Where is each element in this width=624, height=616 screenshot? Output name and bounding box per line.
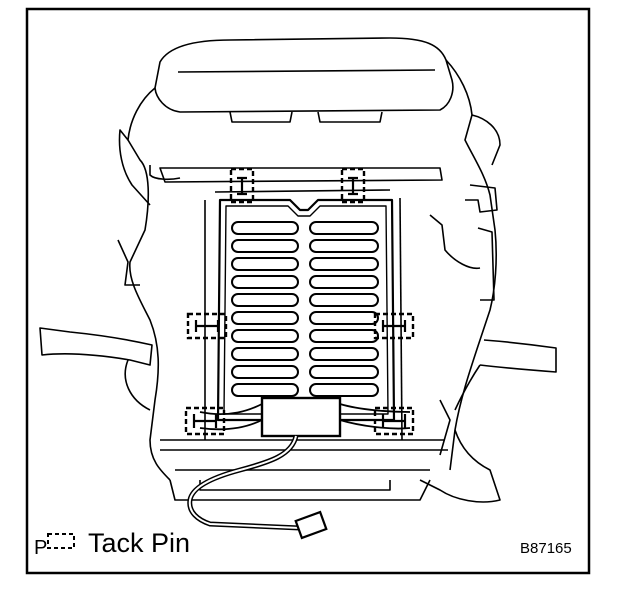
- heater-connector-box: [260, 396, 342, 438]
- tack-pin-mid-right: [373, 312, 415, 340]
- seat-cover-outline: [39, 37, 557, 503]
- tack-pin-mid-right-core: [381, 320, 407, 332]
- heater-slots-right: [309, 221, 379, 397]
- wire-harness: [187, 435, 328, 540]
- tack-pin-icon: [47, 533, 75, 549]
- tack-pin-mid-left: [186, 312, 228, 340]
- tack-pin-mid-left-core: [194, 320, 220, 332]
- tack-pin-bottom-left-core: [192, 414, 218, 428]
- heater-slots-left: [231, 221, 299, 397]
- tack-pin-top-left-core: [237, 176, 247, 196]
- legend-prefix: P: [34, 537, 48, 559]
- tack-pin-top-right-core: [348, 176, 358, 196]
- tack-pin-bottom-left: [184, 406, 226, 436]
- figure-frame: [25, 7, 591, 575]
- tack-pin-bottom-right: [373, 406, 415, 436]
- tack-pin-top-right: [340, 167, 366, 204]
- figure-id: B87165: [520, 540, 572, 557]
- heater-wiring: [199, 403, 411, 431]
- tack-pin-top-left: [229, 167, 255, 204]
- tack-pin-bottom-right-core: [381, 414, 407, 428]
- legend-label: Tack Pin: [88, 528, 191, 558]
